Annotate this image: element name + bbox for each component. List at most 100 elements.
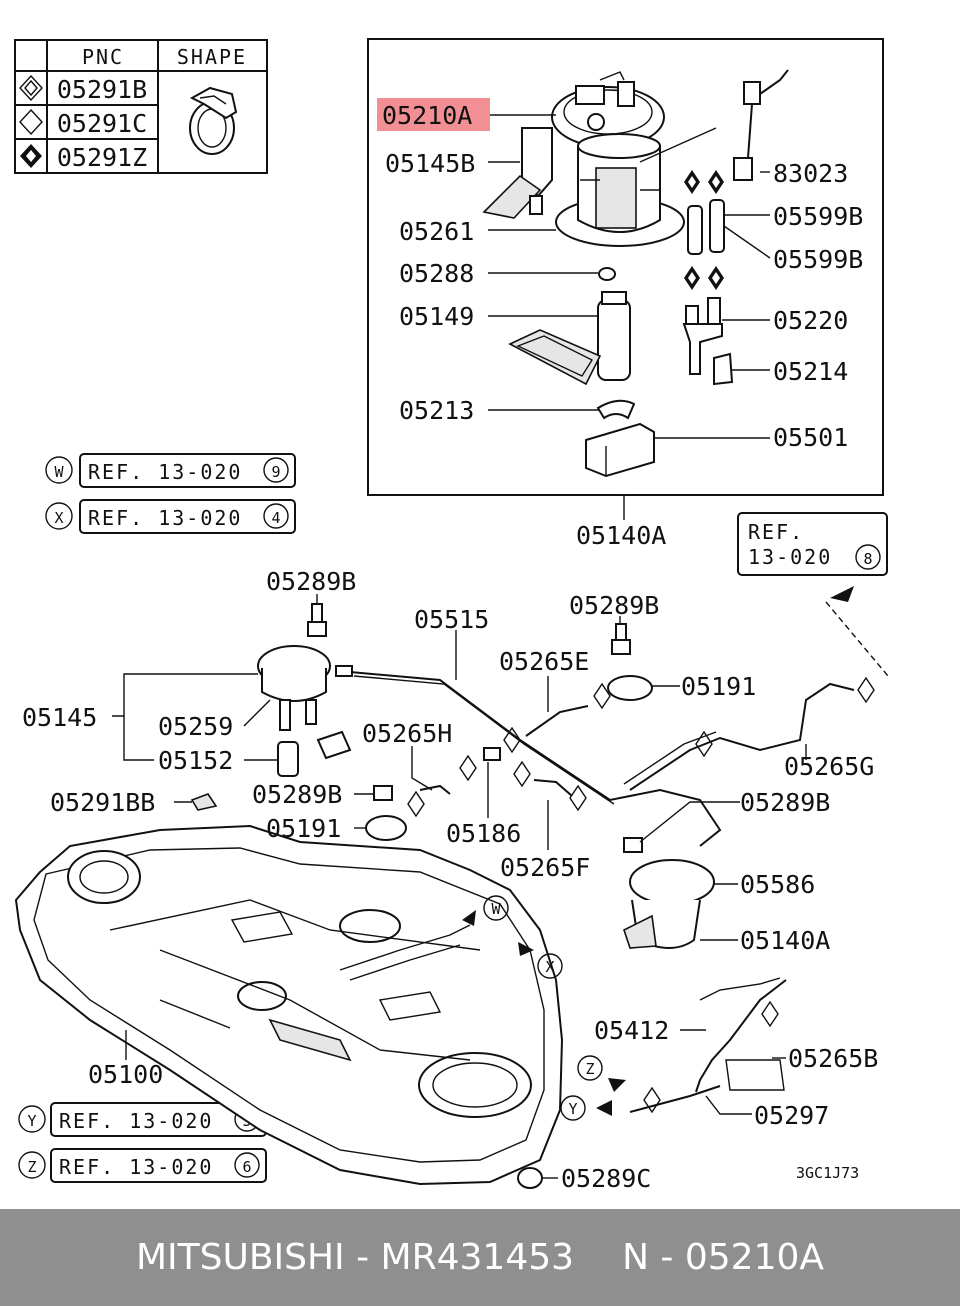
footer-brand-part: MITSUBISHI - MR431453	[135, 1237, 575, 1278]
label-05259: 05259	[158, 712, 233, 741]
label-05515: 05515	[414, 605, 489, 634]
pump-retainer	[596, 399, 636, 420]
svg-text:8: 8	[863, 550, 872, 568]
svg-text:REF. 13-020: REF. 13-020	[59, 1155, 213, 1179]
label-05261: 05261	[399, 217, 474, 246]
legend-header-pnc: PNC	[82, 45, 124, 69]
clamp-05291BB	[190, 793, 218, 811]
leader-lines	[112, 594, 807, 1179]
label-05152: 05152	[158, 746, 233, 775]
fuel-hoses	[687, 199, 725, 255]
label-05289B-b: 05289B	[569, 591, 659, 620]
svg-text:Y: Y	[27, 1112, 36, 1130]
bolt-05289B-c	[373, 785, 393, 801]
bolt-05289B-b	[611, 623, 631, 655]
label-05289B-a: 05289B	[266, 567, 356, 596]
label-05289B-c: 05289B	[252, 780, 342, 809]
bolt-05289B-a	[307, 603, 327, 637]
label-05297: 05297	[754, 1101, 829, 1130]
wiring-harness	[733, 69, 789, 181]
cap-05191-b	[365, 815, 407, 841]
pump-assembly-inset: 05210A 05145B 05261 05288 05149 05213 83…	[367, 38, 884, 550]
label-05210A: 05210A	[382, 101, 472, 130]
direction-arrows: W X Z Y	[462, 895, 626, 1121]
svg-text:4: 4	[271, 509, 280, 527]
label-05599B-1: 05599B	[773, 202, 863, 231]
fuel-tank	[14, 824, 564, 1186]
label-05265G: 05265G	[784, 752, 874, 781]
label-05501: 05501	[773, 423, 848, 452]
footer-pnc: N - 05210A	[622, 1237, 825, 1278]
legend-table: PNC SHAPE 05291B 05291C 05291Z	[14, 39, 268, 174]
inset-symbols	[684, 170, 724, 290]
label-05288: 05288	[399, 259, 474, 288]
diamond-dotted-icon	[19, 74, 43, 102]
o-ring	[598, 267, 616, 281]
clamp-symbols	[407, 676, 875, 1114]
label-05145: 05145	[22, 703, 97, 732]
label-05265E: 05265E	[499, 647, 589, 676]
pump-reservoir	[555, 133, 685, 247]
diamond-outline-icon	[19, 108, 43, 136]
fuel-lines	[349, 671, 855, 1113]
svg-text:Y: Y	[568, 1100, 577, 1118]
svg-text:9: 9	[271, 463, 280, 481]
label-05412: 05412	[594, 1016, 669, 1045]
label-05100: 05100	[88, 1060, 163, 1089]
fuel-level-sender	[482, 127, 553, 219]
svg-text:Z: Z	[585, 1060, 594, 1078]
svg-text:REF. 13-020: REF. 13-020	[88, 506, 242, 530]
highlight-box	[377, 98, 490, 131]
legend-pnc-1: 05291B	[57, 75, 147, 104]
sender-unit	[257, 645, 353, 777]
cap-05191-a	[607, 675, 653, 701]
label-05265F: 05265F	[500, 853, 590, 882]
ref-w: W REF. 13-020 9	[45, 453, 296, 488]
svg-text:REF. 13-020: REF. 13-020	[59, 1109, 213, 1133]
label-05214: 05214	[773, 357, 848, 386]
label-05213: 05213	[399, 396, 474, 425]
label-05149: 05149	[399, 302, 474, 331]
hose-05265B	[725, 1059, 785, 1091]
svg-text:REF.: REF.	[748, 520, 804, 544]
label-83023: 83023	[773, 159, 848, 188]
label-05291BB: 05291BB	[50, 788, 155, 817]
fuel-joint	[682, 297, 723, 375]
svg-text:6: 6	[242, 1158, 251, 1176]
label-05599B-2: 05599B	[773, 245, 863, 274]
label-05191-a: 05191	[681, 672, 756, 701]
svg-text:W: W	[491, 900, 501, 918]
label-05186: 05186	[446, 819, 521, 848]
bolt-05289C	[517, 1167, 543, 1189]
legend-header-shape: SHAPE	[177, 45, 247, 69]
label-05145B: 05145B	[385, 149, 475, 178]
svg-text:REF. 13-020: REF. 13-020	[88, 460, 242, 484]
ref-box-right: REF. 13-020 8	[737, 512, 889, 677]
label-05289B-d: 05289B	[740, 788, 830, 817]
svg-text:X: X	[54, 509, 63, 527]
label-05586: 05586	[740, 870, 815, 899]
pump-assembly-lower	[623, 859, 715, 949]
legend-pnc-3: 05291Z	[57, 143, 147, 172]
label-05265B: 05265B	[788, 1044, 878, 1073]
label-05220: 05220	[773, 306, 848, 335]
hose-clamp-shape-icon	[189, 86, 238, 155]
valve-05186	[483, 747, 501, 761]
legend-pnc-2: 05291C	[57, 109, 147, 138]
bolt-05289B-d	[623, 837, 643, 853]
fuel-pump-motor	[508, 291, 631, 386]
ref-z: Z REF. 13-020 6	[18, 1148, 267, 1183]
ref-x: X REF. 13-020 4	[45, 499, 296, 534]
pump-bracket	[585, 422, 655, 478]
svg-text:X: X	[545, 958, 554, 976]
label-05191-b: 05191	[266, 814, 341, 843]
svg-text:W: W	[54, 463, 64, 481]
svg-text:Z: Z	[27, 1158, 36, 1176]
label-05140A: 05140A	[740, 926, 830, 955]
diamond-filled-icon	[20, 144, 42, 168]
label-05289C: 05289C	[561, 1164, 651, 1193]
diagram-code: 3GC1J73	[796, 1164, 859, 1182]
label-05265H: 05265H	[362, 719, 452, 748]
label-05140A-inset: 05140A	[576, 521, 666, 550]
parts-diagram: PNC SHAPE 05291B 05291C 05291Z	[14, 38, 889, 1193]
